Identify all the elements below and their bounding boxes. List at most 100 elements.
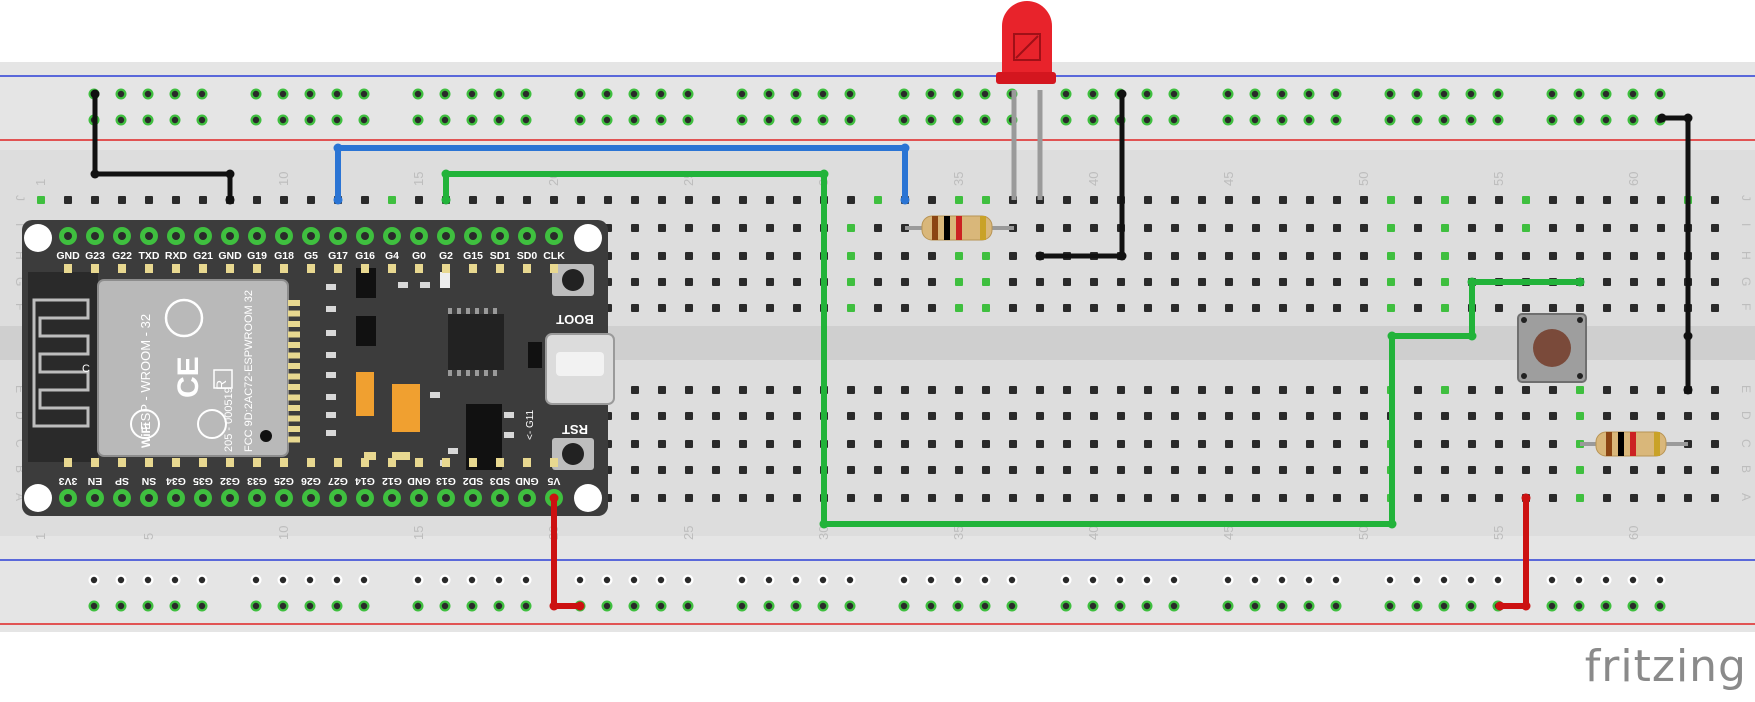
hole[interactable] bbox=[1090, 440, 1098, 448]
hole[interactable] bbox=[739, 224, 747, 232]
hole[interactable] bbox=[766, 386, 774, 394]
hole[interactable] bbox=[658, 440, 666, 448]
hole[interactable] bbox=[1468, 252, 1476, 260]
hole[interactable] bbox=[658, 196, 666, 204]
hole[interactable] bbox=[1468, 196, 1476, 204]
hole[interactable] bbox=[1576, 412, 1584, 420]
hole[interactable] bbox=[1576, 252, 1584, 260]
wire-endpoint[interactable] bbox=[1467, 277, 1477, 287]
hole[interactable] bbox=[793, 440, 801, 448]
hole[interactable] bbox=[847, 224, 855, 232]
hole[interactable] bbox=[1468, 386, 1476, 394]
hole[interactable] bbox=[1279, 466, 1287, 474]
hole[interactable] bbox=[1198, 494, 1206, 502]
hole[interactable] bbox=[1009, 440, 1017, 448]
hole[interactable] bbox=[1657, 466, 1665, 474]
hole[interactable] bbox=[982, 304, 990, 312]
hole[interactable] bbox=[1009, 494, 1017, 502]
hole[interactable] bbox=[1225, 386, 1233, 394]
hole[interactable] bbox=[1414, 304, 1422, 312]
hole[interactable] bbox=[631, 440, 639, 448]
hole[interactable] bbox=[1441, 494, 1449, 502]
hole[interactable] bbox=[1630, 278, 1638, 286]
hole[interactable] bbox=[1576, 196, 1584, 204]
hole[interactable] bbox=[631, 386, 639, 394]
hole[interactable] bbox=[1441, 224, 1449, 232]
hole[interactable] bbox=[631, 196, 639, 204]
hole[interactable] bbox=[1549, 440, 1557, 448]
hole[interactable] bbox=[1252, 252, 1260, 260]
hole[interactable] bbox=[1198, 412, 1206, 420]
hole[interactable] bbox=[685, 304, 693, 312]
hole[interactable] bbox=[1171, 412, 1179, 420]
hole[interactable] bbox=[37, 196, 45, 204]
hole[interactable] bbox=[1090, 386, 1098, 394]
hole[interactable] bbox=[1036, 386, 1044, 394]
hole[interactable] bbox=[631, 466, 639, 474]
hole[interactable] bbox=[1360, 196, 1368, 204]
hole[interactable] bbox=[658, 304, 666, 312]
hole[interactable] bbox=[1009, 412, 1017, 420]
hole[interactable] bbox=[793, 466, 801, 474]
hole[interactable] bbox=[1036, 440, 1044, 448]
hole[interactable] bbox=[1144, 494, 1152, 502]
hole[interactable] bbox=[901, 252, 909, 260]
hole[interactable] bbox=[1036, 278, 1044, 286]
hole[interactable] bbox=[1090, 224, 1098, 232]
hole[interactable] bbox=[766, 412, 774, 420]
hole[interactable] bbox=[1306, 304, 1314, 312]
hole[interactable] bbox=[307, 196, 315, 204]
boot-button[interactable] bbox=[552, 264, 594, 296]
hole[interactable] bbox=[1441, 412, 1449, 420]
hole[interactable] bbox=[1576, 304, 1584, 312]
hole[interactable] bbox=[928, 304, 936, 312]
hole[interactable] bbox=[1549, 494, 1557, 502]
hole[interactable] bbox=[1441, 386, 1449, 394]
wire-endpoint[interactable] bbox=[1035, 251, 1045, 261]
hole[interactable] bbox=[631, 304, 639, 312]
hole[interactable] bbox=[712, 494, 720, 502]
hole[interactable] bbox=[1333, 224, 1341, 232]
hole[interactable] bbox=[1090, 494, 1098, 502]
hole[interactable] bbox=[1441, 196, 1449, 204]
hole[interactable] bbox=[1603, 466, 1611, 474]
hole[interactable] bbox=[658, 386, 666, 394]
hole[interactable] bbox=[793, 412, 801, 420]
hole[interactable] bbox=[1198, 196, 1206, 204]
wire-endpoint[interactable] bbox=[1521, 493, 1531, 503]
hole[interactable] bbox=[1279, 224, 1287, 232]
wire-endpoint[interactable] bbox=[900, 143, 910, 153]
hole[interactable] bbox=[1090, 196, 1098, 204]
hole[interactable] bbox=[1198, 224, 1206, 232]
hole[interactable] bbox=[685, 196, 693, 204]
hole[interactable] bbox=[1576, 466, 1584, 474]
hole[interactable] bbox=[1306, 494, 1314, 502]
hole[interactable] bbox=[712, 196, 720, 204]
hole[interactable] bbox=[712, 304, 720, 312]
hole[interactable] bbox=[1333, 440, 1341, 448]
hole[interactable] bbox=[685, 386, 693, 394]
hole[interactable] bbox=[631, 224, 639, 232]
hole[interactable] bbox=[1036, 494, 1044, 502]
hole[interactable] bbox=[874, 386, 882, 394]
hole[interactable] bbox=[1063, 278, 1071, 286]
hole[interactable] bbox=[1441, 466, 1449, 474]
hole[interactable] bbox=[1225, 412, 1233, 420]
hole[interactable] bbox=[1306, 196, 1314, 204]
hole[interactable] bbox=[1441, 440, 1449, 448]
hole[interactable] bbox=[766, 278, 774, 286]
hole[interactable] bbox=[793, 252, 801, 260]
hole[interactable] bbox=[1171, 440, 1179, 448]
wire-endpoint[interactable] bbox=[441, 169, 451, 179]
hole[interactable] bbox=[1414, 278, 1422, 286]
hole[interactable] bbox=[1171, 224, 1179, 232]
hole[interactable] bbox=[1495, 494, 1503, 502]
hole[interactable] bbox=[1657, 252, 1665, 260]
hole[interactable] bbox=[1603, 224, 1611, 232]
hole[interactable] bbox=[739, 466, 747, 474]
hole[interactable] bbox=[955, 466, 963, 474]
hole[interactable] bbox=[766, 494, 774, 502]
hole[interactable] bbox=[1603, 196, 1611, 204]
hole[interactable] bbox=[1468, 466, 1476, 474]
hole[interactable] bbox=[1117, 440, 1125, 448]
